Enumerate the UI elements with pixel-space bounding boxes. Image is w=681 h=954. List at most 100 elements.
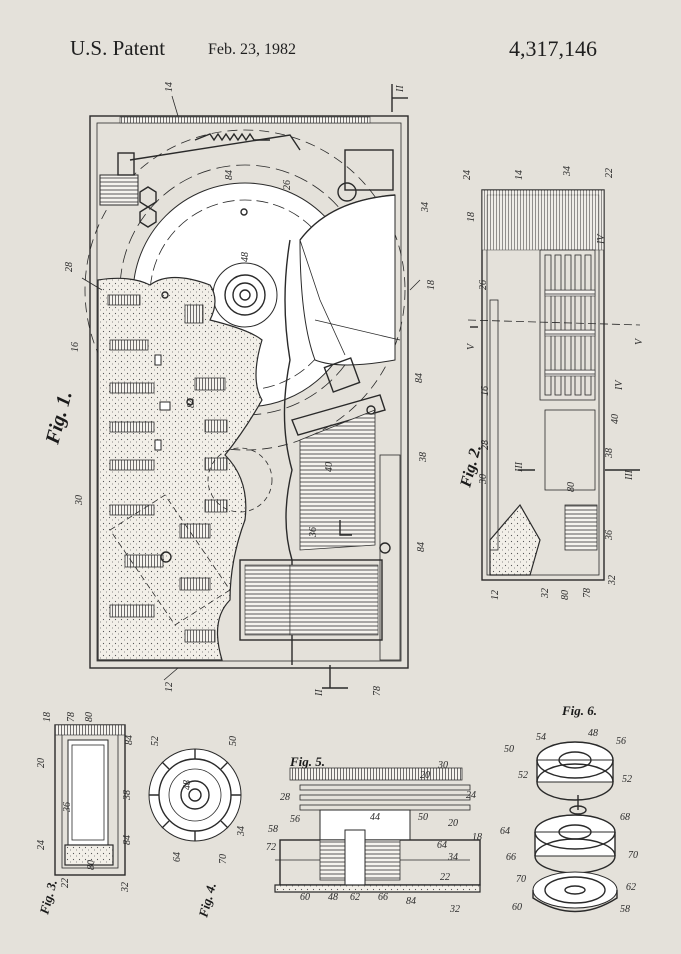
ref-84c: 84 [186,398,197,408]
patent-date: Feb. 23, 1982 [208,41,296,58]
fig6-ref-60: 60 [512,902,522,913]
fig6-ref-70: 70 [628,850,638,861]
fig5-ref-64: 64 [437,840,447,851]
fig6-ref-58: 58 [620,904,630,915]
fig5-title: Fig. 5. [289,754,325,769]
fig3-ref-84: 84 [124,735,135,745]
section-II-bottom: II [314,689,325,697]
fig3-ref-36: 36 [62,802,73,813]
fig2-ref-78: 78 [582,588,593,598]
fig2-ref-18: 18 [466,212,477,222]
fig5-ref-62: 62 [350,892,360,903]
ref-14: 14 [164,82,175,92]
fig5-ref-22: 22 [440,872,450,883]
ref-84: 84 [224,170,235,180]
fig2-stack [544,254,596,396]
patent-office-label: U.S. Patent [70,36,166,60]
fig3-ref-24: 24 [36,840,47,850]
ref-36: 36 [308,527,319,538]
fig5-ref-66: 66 [378,892,388,903]
fig6-ref-48: 48 [588,728,598,739]
fig5-ref-34: 34 [447,852,458,863]
fig4-ref-48: 48 [182,780,193,790]
ref-78: 78 [372,686,383,696]
fig6-ref-56: 56 [616,736,626,747]
fig3-ref-22: 22 [60,878,71,888]
ref-84d: 84 [416,542,427,552]
fig5-ref-28: 28 [280,792,290,803]
fig2-sec-III-right: III [624,469,635,481]
fig2-ref-40: 40 [610,414,621,424]
figure-4-drawing [148,748,242,842]
fig6-ref-50: 50 [504,744,514,755]
fig5-ref-44: 44 [370,812,380,823]
reference-numerals: 14 84 26 34 48 28 18 16 84 84 40 38 30 3… [36,82,645,915]
fig2-ref-12: 12 [490,590,501,600]
fig2-sec-IV: IV [596,233,607,245]
ref-34: 34 [420,202,431,213]
fig3-ref-32: 32 [120,882,131,893]
ref-40: 40 [324,462,335,472]
fig2-sec-V: V [466,342,477,350]
figure-1-drawing [81,84,421,689]
fig6-ref-54: 54 [536,732,546,743]
fig6-ref-52b: 52 [622,774,632,785]
fig2-ref-22: 22 [604,168,615,178]
fig5-ref-20: 20 [420,770,430,781]
section-II-top: II [395,85,406,93]
fig6-ref-68: 68 [620,812,630,823]
fig2-ref-14: 14 [514,170,525,180]
ref-26: 26 [282,180,293,190]
ref-48: 48 [240,252,251,262]
fig6-ref-66: 66 [506,852,516,863]
fig5-ref-30: 30 [437,760,448,771]
fig2-ref-24: 24 [462,170,473,180]
fig5-ref-32: 32 [449,904,460,915]
fig5-ref-24: 24 [466,790,476,801]
ref-16: 16 [70,342,81,352]
figure-5-drawing [274,767,481,893]
fig2-ref-36: 36 [604,530,615,541]
ref-38: 38 [418,452,429,463]
fig3-ref-78: 78 [66,712,77,722]
fig3-ref-38: 38 [122,790,133,801]
ref-84b: 84 [414,373,425,383]
fig2-ref-30: 30 [478,474,489,485]
fig5-ref-58: 58 [268,824,278,835]
patent-number: 4,317,146 [509,36,597,61]
fig6-ref-52: 52 [518,770,528,781]
fig2-ref-16: 16 [480,386,491,396]
fig4-ref-34: 34 [236,826,247,837]
fig6-ref-70b: 70 [516,874,526,885]
fig3-title: Fig. 3. [36,878,60,917]
fig5-ref-50: 50 [418,812,428,823]
ref-28: 28 [64,262,75,272]
fig3-ref-84b: 84 [122,835,133,845]
board-components [107,294,228,643]
fig4-ref-50: 50 [228,736,239,746]
fig4-ref-64: 64 [172,852,183,862]
fig4-ref-52: 52 [150,736,161,746]
fig4-ref-70: 70 [218,854,229,864]
fig3-ref-18: 18 [42,712,53,722]
fig2-ref-80b: 80 [560,590,571,600]
fig5-ref-48: 48 [328,892,338,903]
fig2-ref-32b: 32 [607,575,618,586]
figure-2-drawing [467,189,641,581]
fig3-ref-80b: 80 [86,860,97,870]
fig2-ref-26: 26 [478,280,489,290]
fig2-ref-80: 80 [566,482,577,492]
fig3-ref-80: 80 [84,712,95,722]
fig5-ref-84: 84 [406,896,416,907]
fig5-ref-72: 72 [266,842,276,853]
fig4-title: Fig. 4. [195,881,219,920]
fig5-ref-18: 18 [472,832,482,843]
fig2-ref-32: 32 [540,588,551,599]
ref-12: 12 [164,682,175,692]
fig5-ref-56: 56 [290,814,300,825]
fig6-ref-64: 64 [500,826,510,837]
fig5-ref-20b: 20 [448,818,458,829]
fig2-ref-28: 28 [480,440,491,450]
figure-6-drawing [532,741,618,913]
